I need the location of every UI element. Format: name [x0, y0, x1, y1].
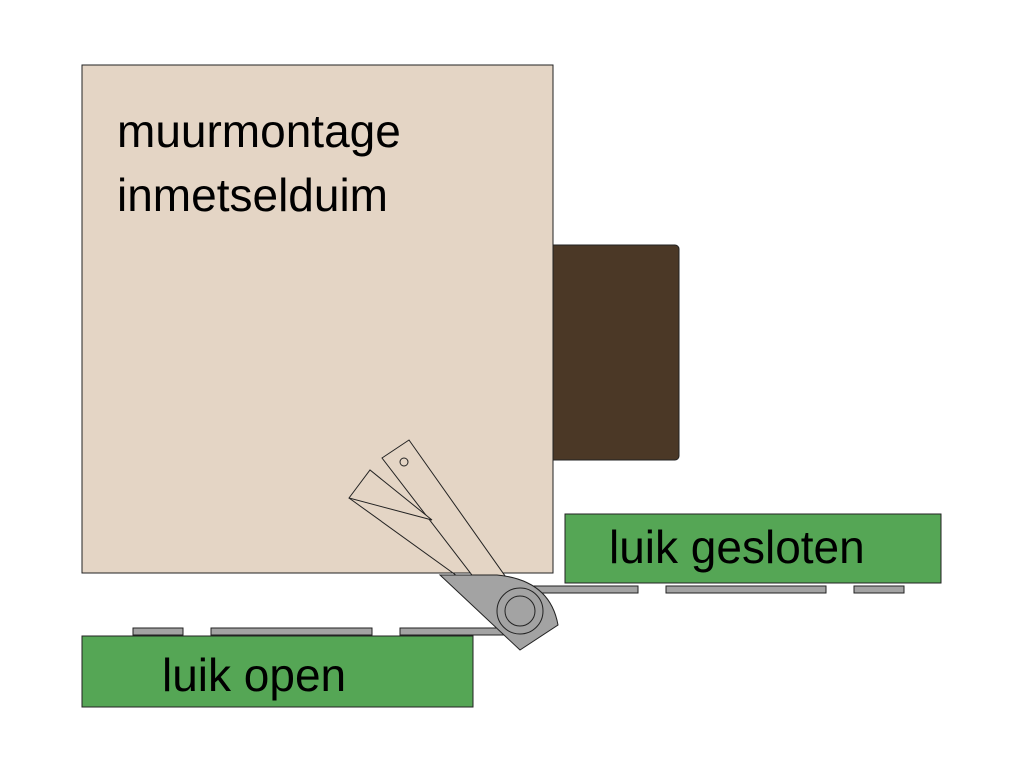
- knuckle-pin: [504, 595, 536, 627]
- strap-segment: [132, 627, 184, 636]
- anchor-prong-lower: [348, 469, 433, 521]
- open-hinge-strap: [132, 627, 511, 636]
- wooden-post: [547, 244, 680, 461]
- wall-label-line2: inmetselduim: [117, 169, 388, 221]
- strap-segment: [210, 627, 373, 636]
- strap-segment: [665, 585, 827, 594]
- strap-segment: [524, 585, 639, 594]
- wall-anchor: [348, 439, 516, 606]
- shutter-open-panel: [81, 635, 474, 708]
- wall-block: [81, 64, 554, 574]
- wall-label-line1: muurmontage: [117, 105, 401, 157]
- hinge-knuckle: [438, 574, 559, 651]
- anchor-hole: [399, 457, 409, 467]
- shutter-closed-label: luik gesloten: [609, 521, 865, 573]
- shutter-open-label: luik open: [162, 649, 346, 701]
- strap-segment: [399, 627, 511, 636]
- shutter-closed-panel: [564, 513, 942, 584]
- strap-segment: [853, 585, 905, 594]
- closed-hinge-strap: [524, 585, 905, 594]
